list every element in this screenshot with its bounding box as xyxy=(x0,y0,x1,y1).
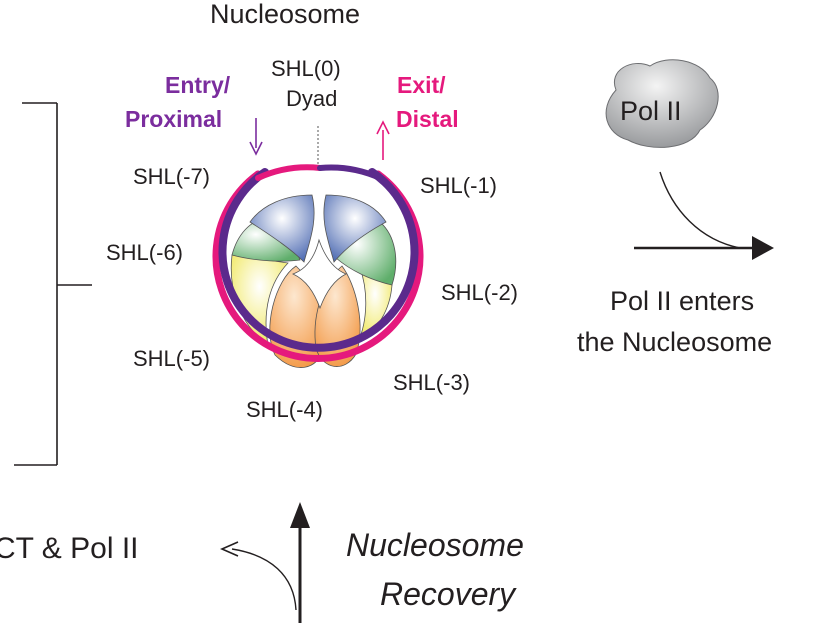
entry-label: Entry/ xyxy=(165,72,231,98)
dna-purple-strand xyxy=(218,168,419,352)
left-bracket xyxy=(14,102,92,466)
diagram-title: Nucleosome xyxy=(210,0,361,29)
bottom-left-label: CT & Pol II xyxy=(0,532,139,565)
shl-label-minus3: SHL(-3) xyxy=(393,370,471,395)
shl-label-minus6: SHL(-6) xyxy=(106,240,184,265)
histone-center-gap xyxy=(291,238,347,310)
shl-label-minus1: SHL(-1) xyxy=(420,173,498,198)
shl-label-minus4: SHL(-4) xyxy=(246,397,324,422)
distal-label: Distal xyxy=(396,106,459,132)
exit-label: Exit/ xyxy=(397,72,446,98)
exit-arrow xyxy=(376,120,390,160)
pol2-blob xyxy=(605,59,719,148)
shl-label-minus7: SHL(-7) xyxy=(133,164,211,189)
pol2-enters-arrow xyxy=(634,171,774,260)
pol2-enters-line2: the Nucleosome xyxy=(577,327,773,357)
entry-arrow xyxy=(249,118,263,156)
recovery-line1: Nucleosome xyxy=(346,527,524,563)
dyad-label: Dyad xyxy=(286,86,338,111)
pol2-enters-line1: Pol II enters xyxy=(610,286,755,316)
shl-label-minus5: SHL(-5) xyxy=(133,346,211,371)
histone-blue-left xyxy=(249,194,315,263)
recovery-line2: Recovery xyxy=(380,576,516,612)
histone-blue-right xyxy=(323,194,387,263)
proximal-label: Proximal xyxy=(125,106,223,132)
dna-top-arc-pink xyxy=(255,164,323,181)
shl-label-minus2: SHL(-2) xyxy=(441,280,519,305)
dna-top-arc-purple xyxy=(317,164,383,181)
dyad-shl-label: SHL(0) xyxy=(271,56,341,81)
recovery-arrows xyxy=(220,502,310,623)
pol2-label: Pol II xyxy=(620,96,682,126)
dna-wrap xyxy=(212,164,424,362)
dna-pink-strand xyxy=(212,170,424,362)
